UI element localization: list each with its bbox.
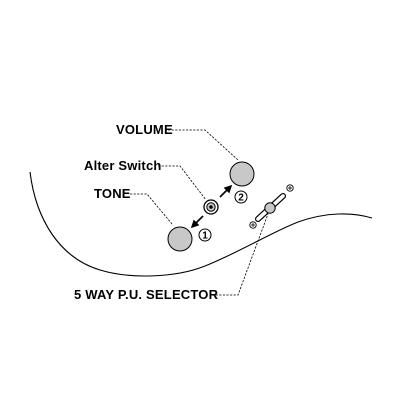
alter-switch-leader-line (158, 165, 207, 201)
screw-icon (249, 221, 257, 229)
volume-knob (229, 161, 255, 187)
selector-label: 5 WAY P.U. SELECTOR (74, 287, 219, 302)
marker-2: 2 (234, 190, 248, 204)
selector-switch-icon (255, 193, 286, 222)
tone-label: TONE (94, 186, 131, 201)
arrow-to-volume-icon (219, 184, 233, 198)
arrow-to-tone-icon (190, 215, 204, 229)
alter-switch-label: Alter Switch (84, 158, 162, 173)
marker-1: 1 (198, 228, 212, 242)
guitar-body-outline (29, 171, 373, 277)
marker-2-text: 2 (238, 193, 244, 204)
tone-knob (167, 226, 193, 252)
screw-icon (286, 184, 294, 192)
alter-switch-icon (203, 199, 219, 215)
tone-leader-line (130, 193, 173, 225)
volume-leader-line (168, 129, 239, 161)
selector-leader-line (212, 213, 269, 296)
volume-label: VOLUME (116, 122, 173, 137)
marker-1-text: 1 (202, 231, 208, 242)
